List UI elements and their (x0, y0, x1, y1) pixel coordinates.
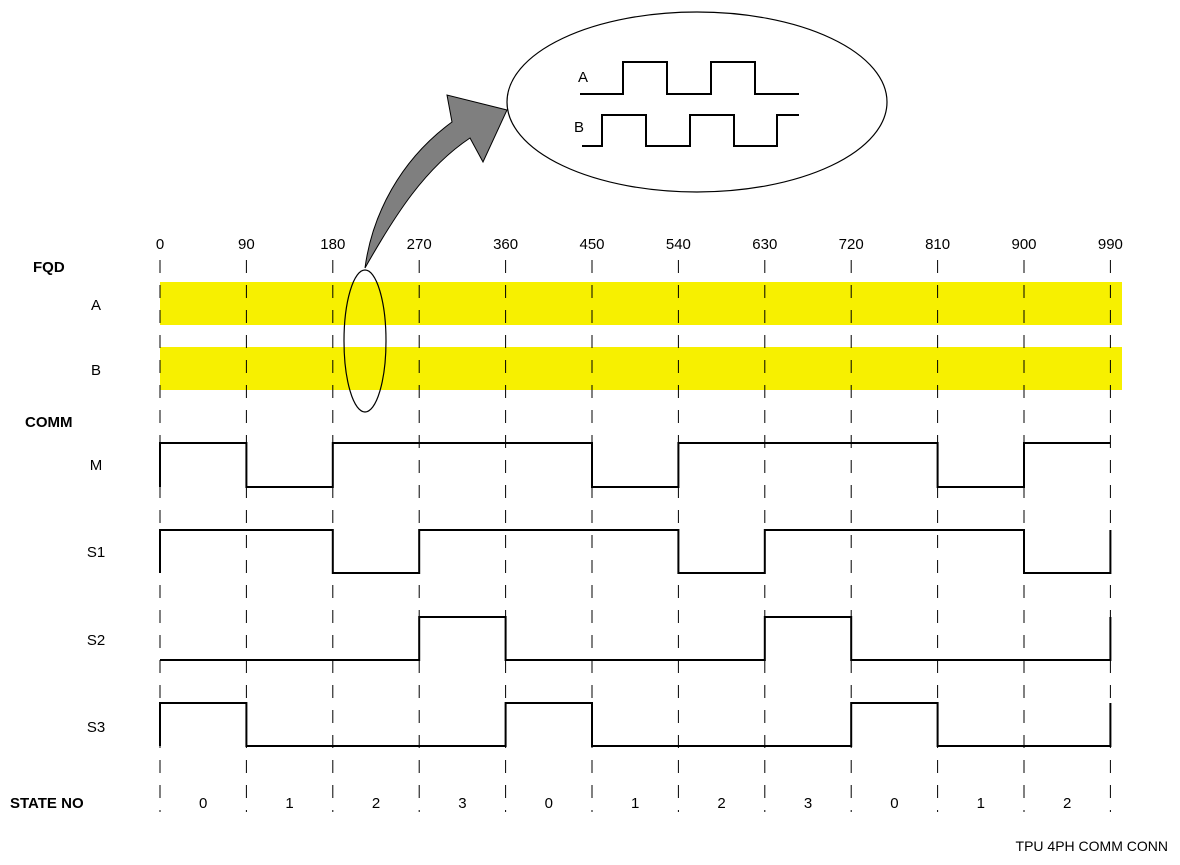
figure-caption: TPU 4PH COMM CONN (1016, 838, 1168, 854)
angle-tick-label: 450 (579, 236, 604, 253)
angle-tick-label: 0 (156, 236, 164, 253)
state-number: 2 (717, 795, 725, 812)
angle-gridlines (159, 260, 1111, 812)
state-no-label: STATE NO (10, 795, 84, 812)
m-label: M (90, 457, 103, 474)
state-number: 2 (1063, 795, 1071, 812)
state-number: 0 (199, 795, 207, 812)
state-number: 3 (458, 795, 466, 812)
state-number: 3 (804, 795, 812, 812)
fqd-section-label: FQD (33, 259, 65, 276)
inset-a-waveform (580, 61, 799, 95)
state-number: 0 (545, 795, 553, 812)
angle-tick-label: 360 (493, 236, 518, 253)
fqd-a-band (160, 282, 1122, 325)
angle-tick-label: 990 (1098, 236, 1123, 253)
waveform-s3 (159, 702, 1112, 747)
state-number: 1 (977, 795, 985, 812)
angle-tick-label: 90 (238, 236, 255, 253)
comm-section-label: COMM (25, 414, 73, 431)
inset-b-waveform (582, 114, 799, 147)
fqd-a-label: A (91, 297, 101, 314)
inset-a-label: A (578, 69, 588, 86)
angle-tick-label: 720 (839, 236, 864, 253)
state-numbers: 0 1 2 3 0 1 2 3 0 1 2 (199, 795, 1071, 812)
s2-label: S2 (87, 632, 105, 649)
zoom-highlight-ellipse (343, 269, 387, 413)
angle-tick-label: 540 (666, 236, 691, 253)
state-number: 2 (372, 795, 380, 812)
s3-label: S3 (87, 719, 105, 736)
s1-label: S1 (87, 544, 105, 561)
fqd-b-label: B (91, 362, 101, 379)
inset-b-label: B (574, 119, 584, 136)
waveform-s2 (160, 616, 1112, 661)
waveform-m (159, 442, 1111, 488)
angle-axis: 0 90 180 270 360 450 540 630 720 810 900 990 (156, 236, 1123, 253)
inset-ellipse (506, 11, 888, 193)
angle-tick-label: 180 (320, 236, 345, 253)
angle-tick-label: 900 (1011, 236, 1036, 253)
waveform-s1 (159, 529, 1112, 574)
angle-tick-label: 810 (925, 236, 950, 253)
state-number: 1 (631, 795, 639, 812)
angle-tick-label: 270 (407, 236, 432, 253)
callout-arrow (364, 94, 508, 269)
angle-tick-label: 630 (752, 236, 777, 253)
fqd-b-band (160, 347, 1122, 390)
state-number: 0 (890, 795, 898, 812)
commutation-waveforms (159, 442, 1112, 747)
state-number: 1 (285, 795, 293, 812)
